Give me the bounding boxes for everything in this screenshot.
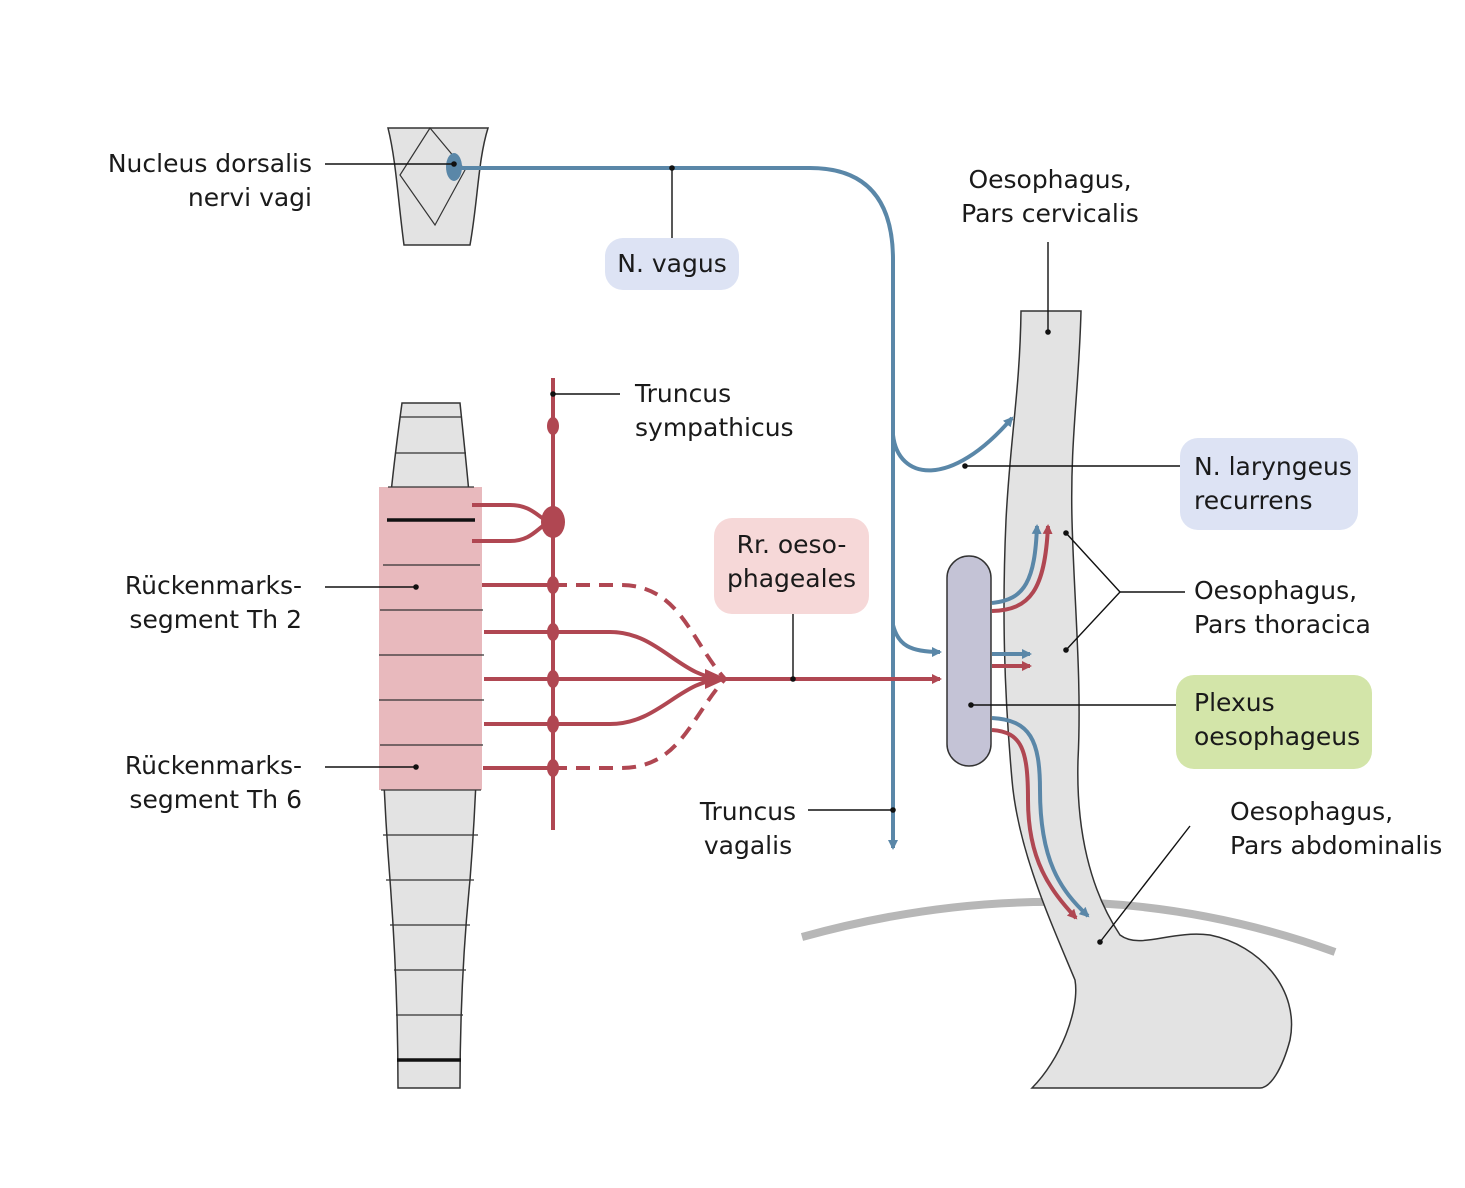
thoracic-segments-highlight — [379, 487, 482, 790]
label-rr-oesophageales: Rr. oeso-phageales — [727, 530, 856, 593]
label-n-vagus: N. vagus — [617, 249, 727, 278]
label-rueckenmarkssegment-th6: Rückenmarks-segment Th 6 — [124, 751, 302, 814]
sympathetic-pathways — [472, 378, 1078, 920]
spinal-cord — [379, 402, 484, 1089]
label-oesophagus-abdominalis: Oesophagus,Pars abdominalis — [1230, 797, 1443, 860]
leader-dots — [413, 161, 1103, 945]
nucleus-dorsalis-dot — [446, 153, 462, 181]
n-laryngeus-box — [1180, 438, 1358, 530]
leader-lines — [325, 163, 1191, 943]
vagus-nerve — [460, 166, 1090, 918]
plexus-box — [1176, 675, 1372, 769]
label-rueckenmarkssegment-th2: Rückenmarks-segment Th 2 — [124, 571, 302, 634]
label-oesophagus-cervicalis: Oesophagus,Pars cervicalis — [961, 165, 1139, 228]
rr-oesophageales-box — [714, 518, 869, 614]
plexus-oesophageus-shape — [946, 555, 992, 767]
sympathetic-ganglia — [541, 417, 727, 777]
oesophagus-shape — [1003, 310, 1293, 1089]
label-oesophagus-thoracica: Oesophagus,Pars thoracica — [1194, 576, 1371, 639]
n-vagus-box — [605, 238, 739, 290]
brainstem-section — [387, 126, 490, 246]
